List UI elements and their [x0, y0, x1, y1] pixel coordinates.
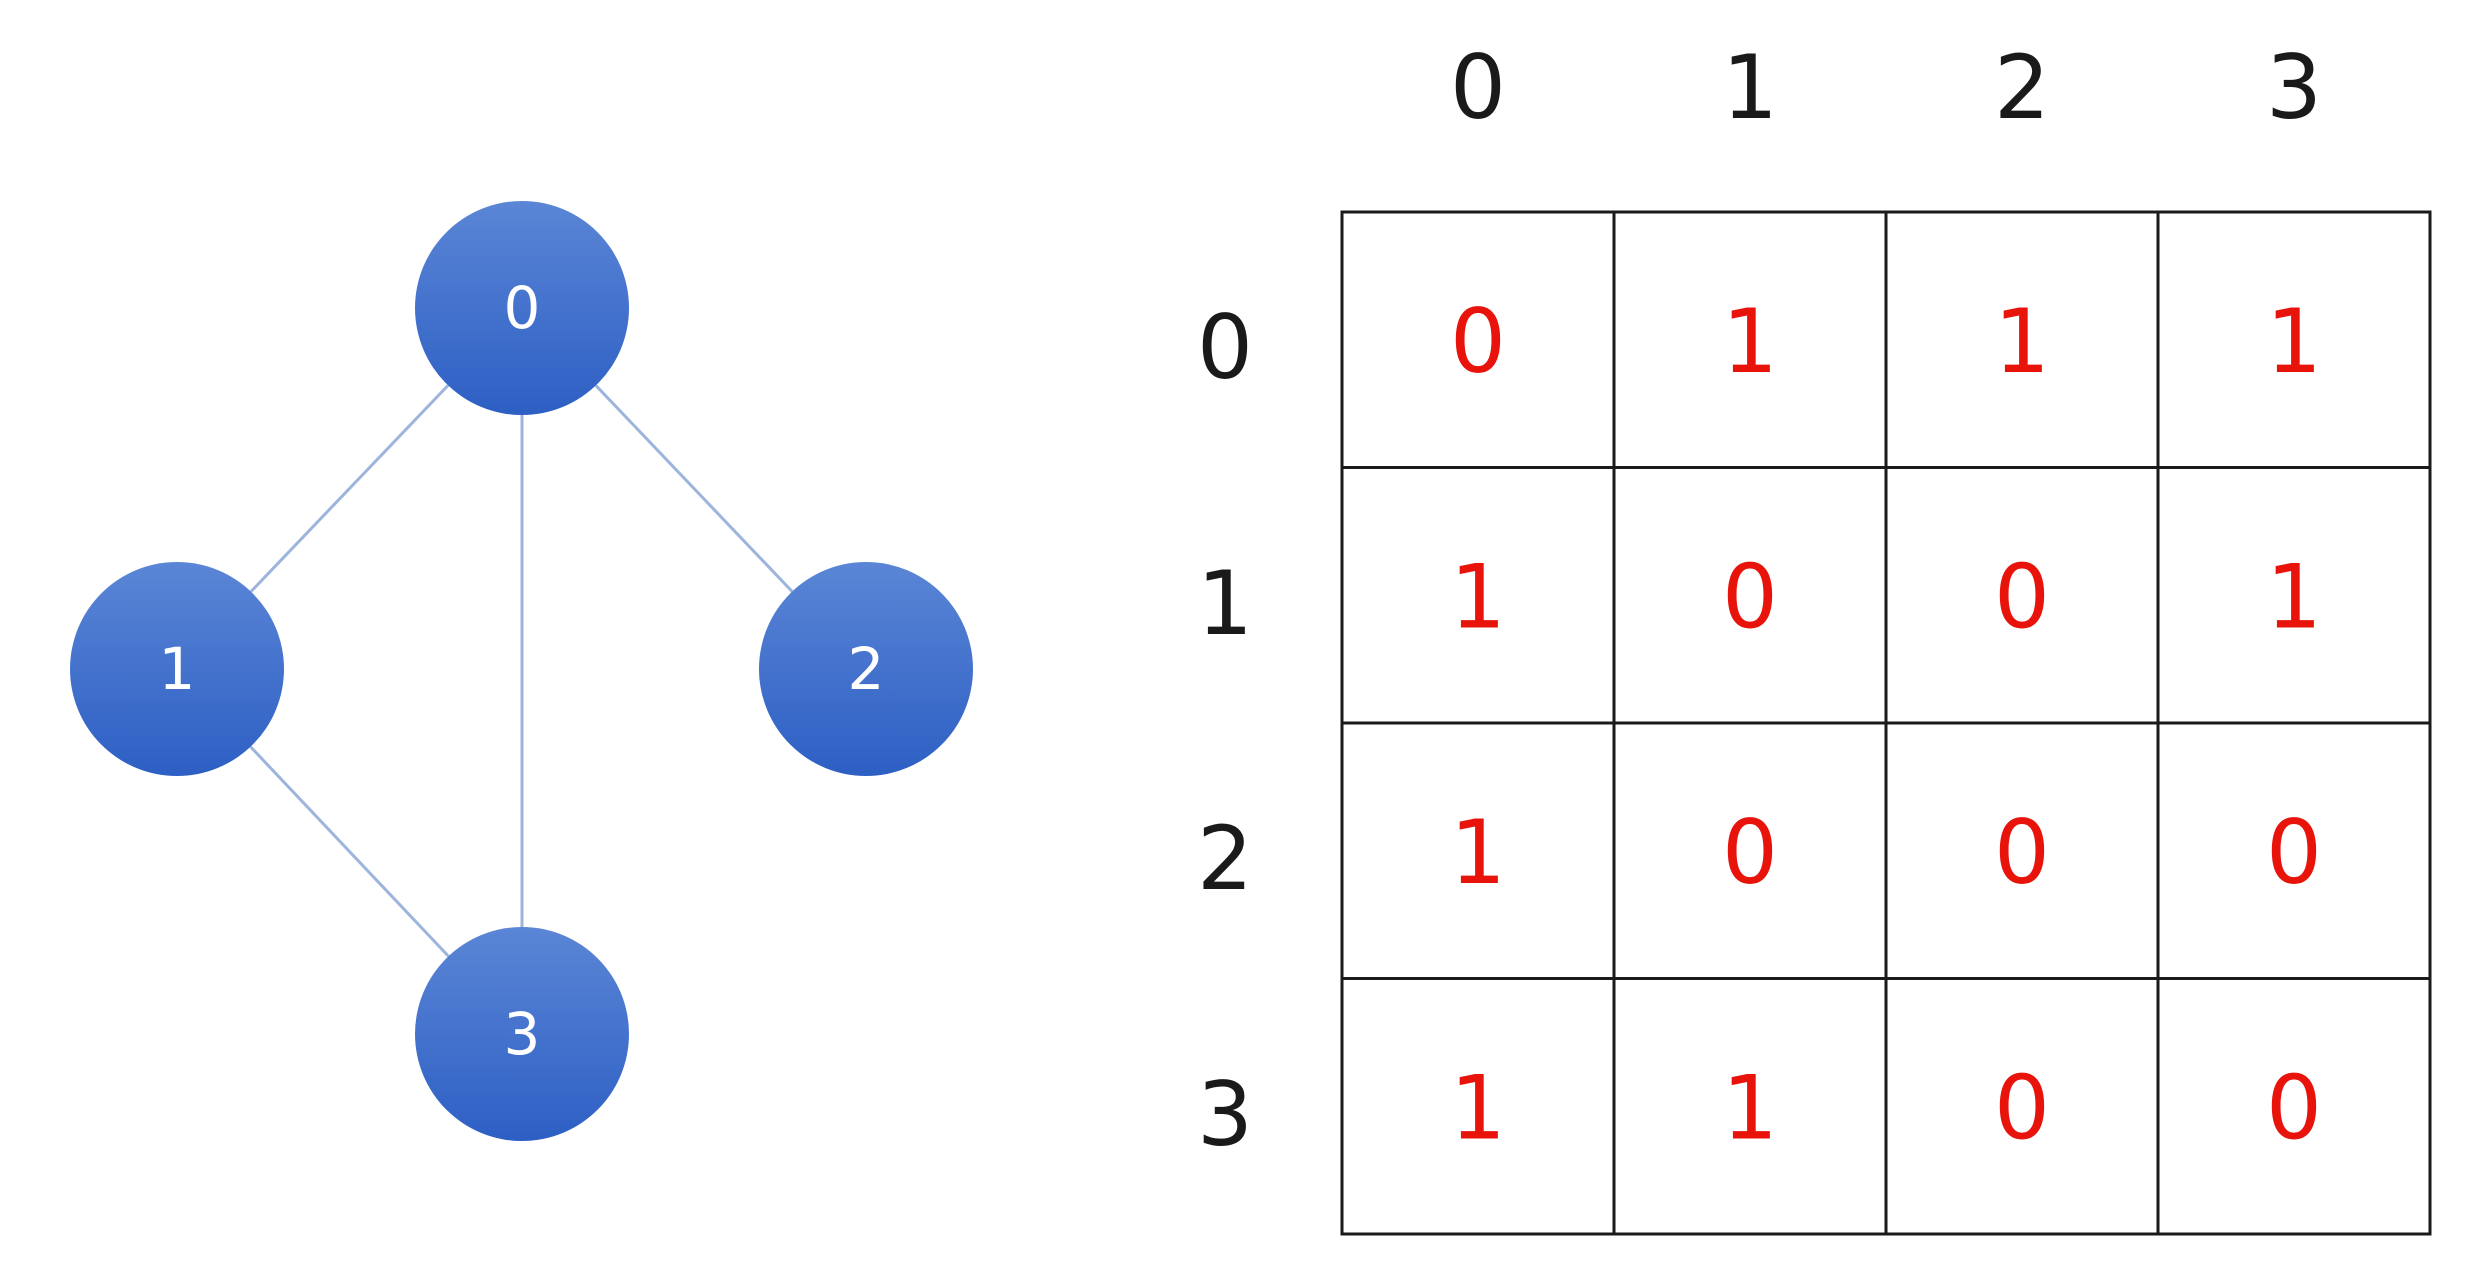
matrix-cell-1-1: 0: [1722, 545, 1778, 648]
matrix-row-header-1: 1: [1197, 552, 1253, 655]
matrix-row-header-2: 2: [1197, 807, 1253, 910]
matrix-cell-3-3: 0: [2266, 1056, 2322, 1159]
matrix-cell-2-1: 0: [1722, 801, 1778, 904]
graph-node-1-label: 1: [159, 635, 196, 703]
matrix-column-header-2: 2: [1994, 36, 2050, 139]
graph-edge-1-3: [249, 745, 450, 958]
graph-node-2: 2: [759, 562, 973, 776]
matrix-cell-1-2: 0: [1994, 545, 2050, 648]
graph-node-0: 0: [415, 201, 629, 415]
matrix-column-header-3: 3: [2266, 36, 2322, 139]
graph-edge-0-2: [594, 384, 794, 593]
matrix-cell-2-0: 1: [1450, 801, 1506, 904]
graph-node-2-circle: [759, 562, 973, 776]
matrix-row-header-0: 0: [1197, 296, 1253, 399]
graph-node-3: 3: [415, 927, 629, 1141]
graph-nodes: 0 1 2 3: [70, 201, 973, 1141]
matrix-cell-3-1: 1: [1722, 1056, 1778, 1159]
matrix-cells: 0 1 1 1 1 0 0 1 1 0 0 0 1 1 0 0: [1450, 290, 2322, 1160]
graph-node-0-label: 0: [504, 274, 541, 342]
matrix-row-header-3: 3: [1197, 1063, 1253, 1166]
matrix-cell-3-2: 0: [1994, 1056, 2050, 1159]
graph-edges: [249, 384, 794, 958]
matrix-column-header-0: 0: [1450, 36, 1506, 139]
matrix-row-headers: 0 1 2 3: [1197, 296, 1253, 1166]
graph-node-1-circle: [70, 562, 284, 776]
matrix-cell-0-2: 1: [1994, 290, 2050, 393]
matrix-cell-0-0: 0: [1450, 290, 1506, 393]
graph-node-2-label: 2: [848, 635, 885, 703]
matrix-cell-0-1: 1: [1722, 290, 1778, 393]
graph-node-3-circle: [415, 927, 629, 1141]
matrix-grid: [1340, 210, 2432, 1236]
graph-edge-0-1: [249, 384, 450, 593]
graph-node-1: 1: [70, 562, 284, 776]
matrix-cell-2-2: 0: [1994, 801, 2050, 904]
graph-node-0-circle: [415, 201, 629, 415]
matrix-cell-0-3: 1: [2266, 290, 2322, 393]
matrix-cell-1-3: 1: [2266, 545, 2322, 648]
matrix-cell-3-0: 1: [1450, 1056, 1506, 1159]
graph-node-3-label: 3: [504, 1000, 541, 1068]
matrix-cell-2-3: 0: [2266, 801, 2322, 904]
matrix-cell-1-0: 1: [1450, 545, 1506, 648]
matrix-column-header-1: 1: [1722, 36, 1778, 139]
matrix-column-headers: 0 1 2 3: [1450, 36, 2322, 139]
